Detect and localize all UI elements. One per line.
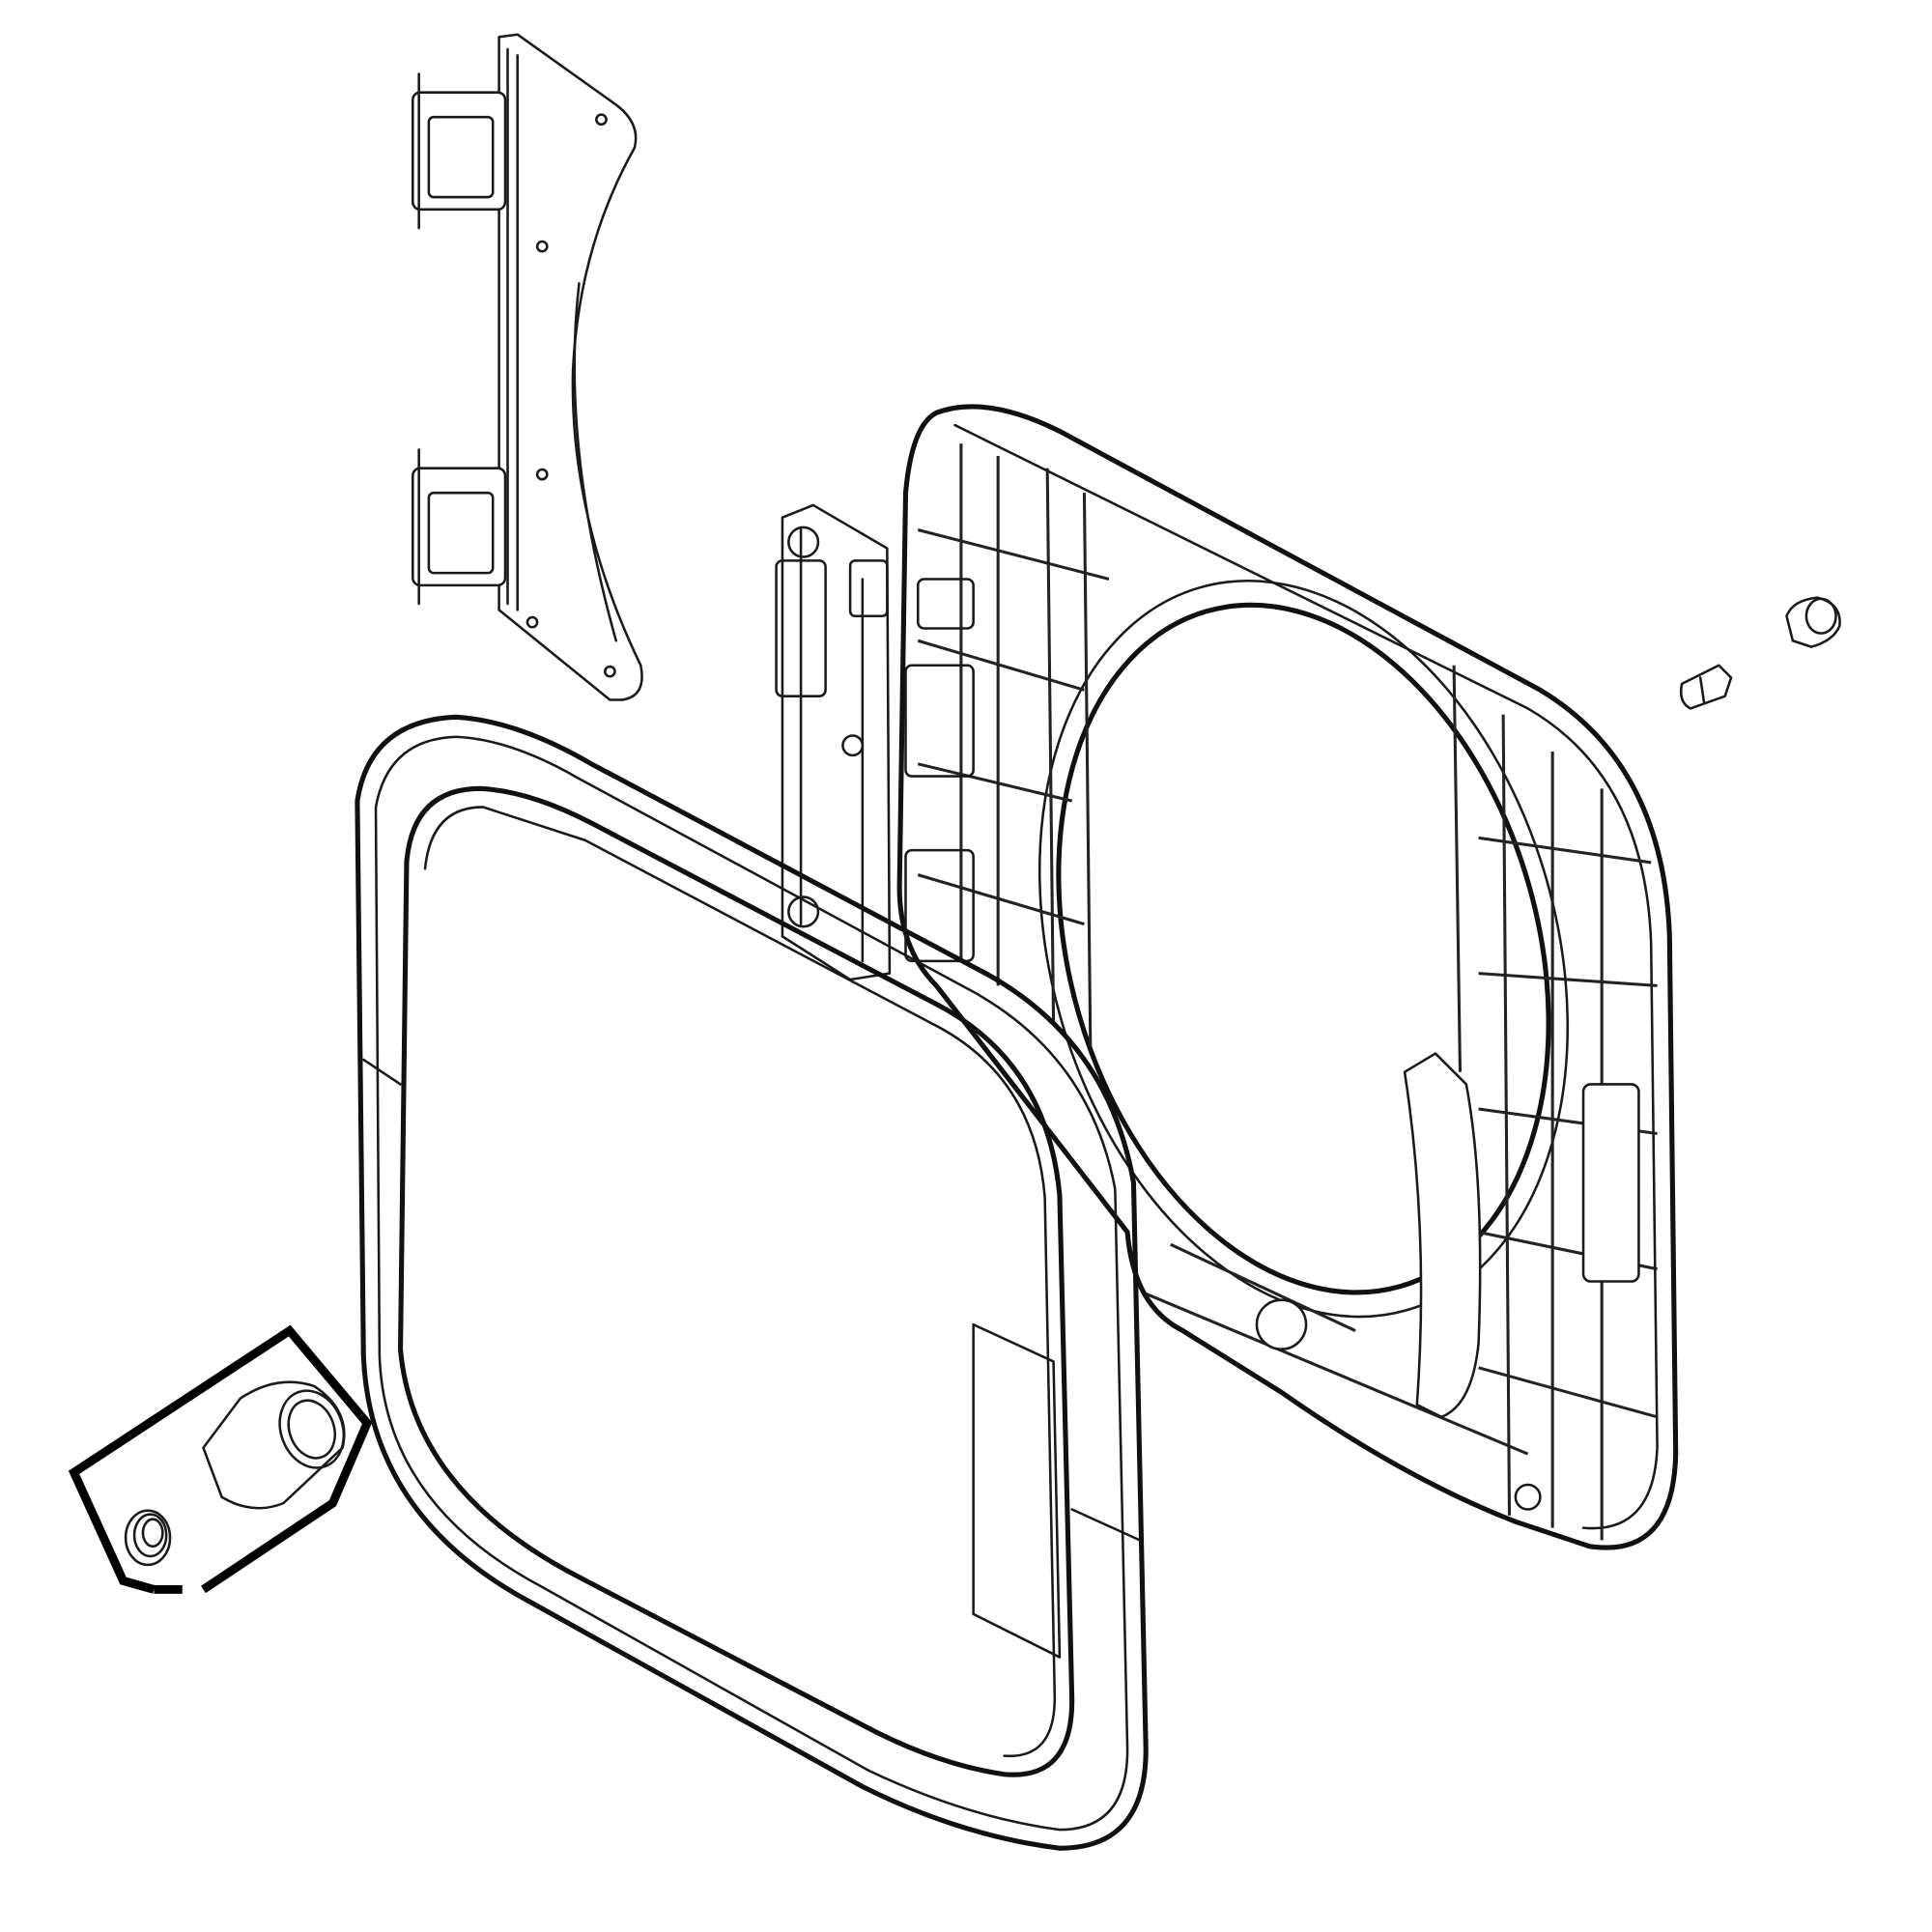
knob-cap (1785, 596, 1841, 648)
spring (124, 1509, 172, 1567)
door-switch-kit (68, 1324, 373, 1594)
hinge-bracket (412, 33, 643, 701)
door-outer-frame (355, 714, 1149, 1851)
hinge-strip (775, 503, 892, 981)
latch (1679, 664, 1733, 710)
rib-grid (917, 443, 1658, 1541)
door-inner-panel (896, 404, 1679, 1550)
